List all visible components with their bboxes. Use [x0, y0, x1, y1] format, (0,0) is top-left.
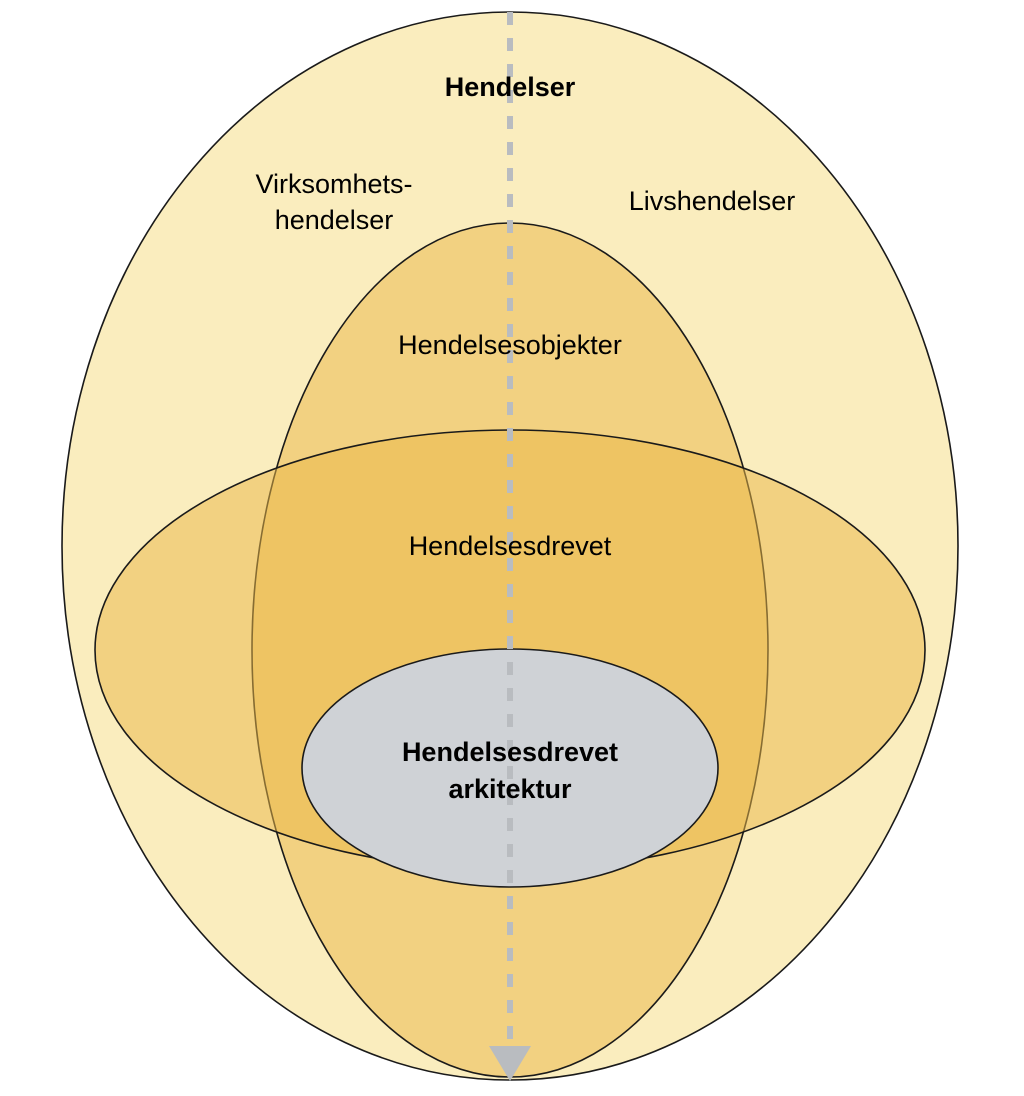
label-virksomhetshendelser-line2: hendelser	[275, 205, 394, 235]
label-hendelsesobjekter: Hendelsesobjekter	[398, 330, 622, 360]
axis-arrowhead-icon	[489, 1046, 531, 1081]
label-hendelsesdrevet: Hendelsesdrevet	[409, 531, 612, 561]
label-livshendelser: Livshendelser	[629, 186, 796, 216]
label-hendelsesdrevet-arkitektur-line2: arkitektur	[448, 774, 572, 804]
page-title: Hendelser	[445, 72, 576, 102]
label-hendelsesdrevet-arkitektur-line1: Hendelsesdrevet	[402, 737, 618, 767]
label-virksomhetshendelser-line1: Virksomhets-	[255, 169, 412, 199]
